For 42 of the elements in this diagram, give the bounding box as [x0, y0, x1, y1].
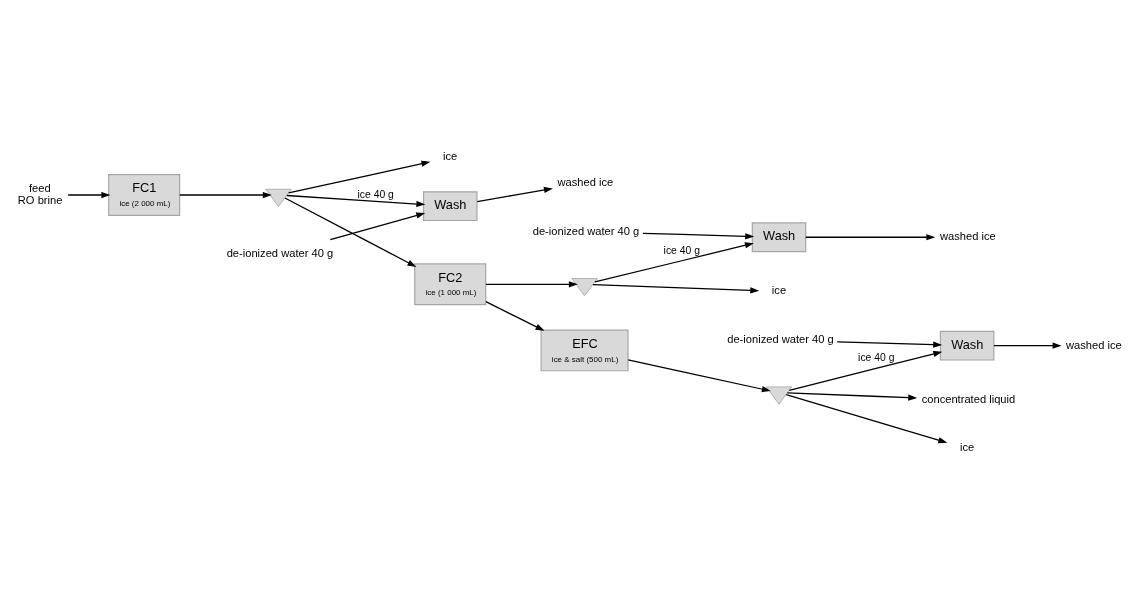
- node-box: EFC ice & salt (500 mL): [540, 329, 629, 371]
- arrow: [288, 160, 431, 194]
- arrow: [836, 340, 943, 348]
- arrow: [642, 232, 755, 239]
- node-text: feed RO brine: [17, 181, 63, 206]
- node-text: de-ionized water 40 g: [532, 224, 640, 237]
- node-box: FC1 ice (2 000 mL): [108, 173, 181, 216]
- node-text: ice: [443, 149, 458, 162]
- arrow: [627, 358, 771, 392]
- arrow: [993, 342, 1062, 349]
- node-text: ice: [959, 440, 975, 453]
- edge-label: ice 40 g: [663, 244, 700, 256]
- node-triangle: [265, 188, 292, 207]
- arrow: [805, 233, 936, 240]
- arrow: [485, 300, 545, 331]
- node-text: de-ionized water 40 g: [226, 246, 334, 259]
- node-text: de-ionized water 40 g: [727, 332, 834, 345]
- arrow: [67, 191, 111, 198]
- arrow: [592, 283, 760, 294]
- node-box: FC2 ice (1 000 mL): [414, 262, 487, 305]
- arrow: [284, 196, 417, 267]
- node-box: Wash: [751, 221, 807, 252]
- node-text: ice: [771, 283, 787, 296]
- node-triangle: [765, 386, 793, 405]
- edge-label: ice 40 g: [357, 188, 394, 200]
- edge-label: ice 40 g: [858, 351, 895, 363]
- arrow: [329, 211, 426, 240]
- arrow: [485, 280, 578, 287]
- arrow: [788, 350, 943, 391]
- node-text: concentrated liquid: [921, 392, 1016, 405]
- arrow: [179, 191, 272, 198]
- node-triangle: [571, 277, 598, 296]
- arrow: [476, 186, 553, 202]
- node-text: washed ice: [557, 175, 614, 188]
- node-text: washed ice: [1065, 338, 1122, 351]
- arrow: [286, 194, 426, 207]
- node-box: Wash: [939, 330, 995, 361]
- node-box: Wash: [422, 190, 478, 221]
- arrow: [785, 393, 948, 443]
- node-text: washed ice: [940, 229, 996, 242]
- arrow: [786, 391, 918, 401]
- arrow: [594, 241, 754, 283]
